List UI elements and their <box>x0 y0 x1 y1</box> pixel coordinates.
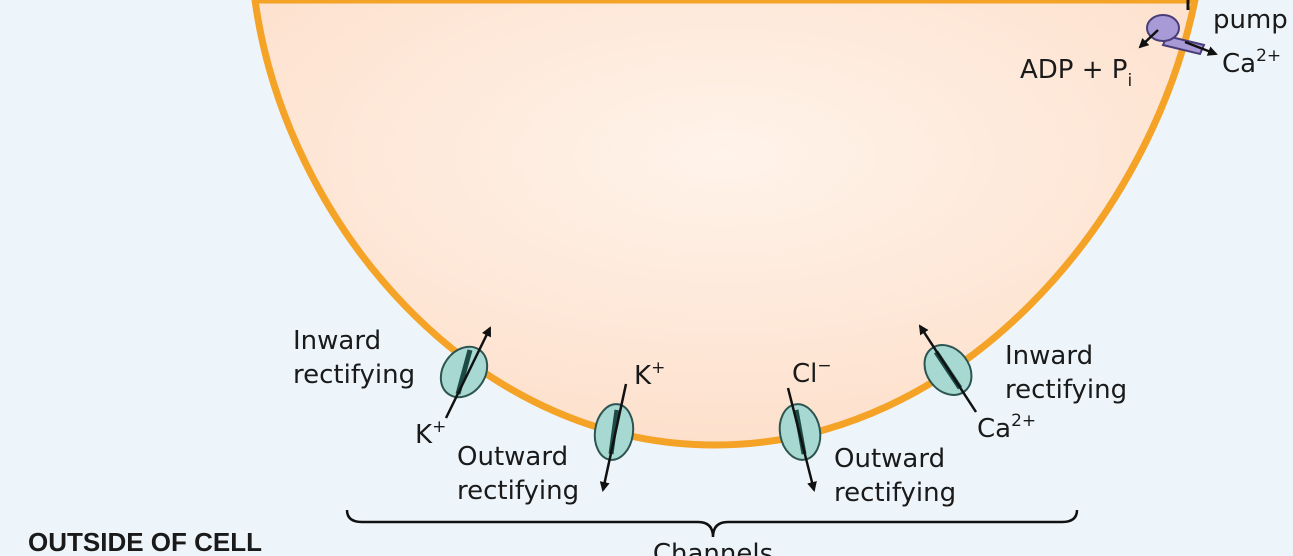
calcium-pump <box>1138 0 1218 56</box>
channel-outward-k-line2: rectifying <box>457 476 579 506</box>
channel-outward-k-ion: K+ <box>634 358 665 391</box>
pump-label: pump <box>1213 5 1288 35</box>
channel-inward-k-ion: K+ <box>415 417 446 450</box>
channel-outward-cl-line2: rectifying <box>834 478 956 508</box>
outside-of-cell-label: OUTSIDE OF CELL <box>28 527 262 556</box>
channel-outward-cl-ion: Cl− <box>792 356 832 389</box>
channel-inward-k-line1: Inward <box>293 326 381 356</box>
channels-group-label: Channels <box>653 539 773 556</box>
channel-inward-k-line2: rectifying <box>293 360 415 390</box>
channel-inward-ca-ion: Ca2+ <box>977 411 1036 444</box>
pump-adp-label: ADP + Pi <box>1020 55 1132 91</box>
channel-outward-cl <box>778 387 822 492</box>
channel-inward-ca-line2: rectifying <box>1005 375 1127 405</box>
channel-outward-cl-line1: Outward <box>834 444 945 474</box>
channel-inward-k <box>439 326 492 419</box>
pump-ion-label: Ca2+ <box>1222 46 1281 79</box>
channel-inward-ca-line1: Inward <box>1005 341 1093 371</box>
channel-outward-k-line1: Outward <box>457 442 568 472</box>
channels-brace <box>345 509 1079 538</box>
channel-outward-k <box>593 383 635 492</box>
channel-inward-ca <box>918 324 978 413</box>
